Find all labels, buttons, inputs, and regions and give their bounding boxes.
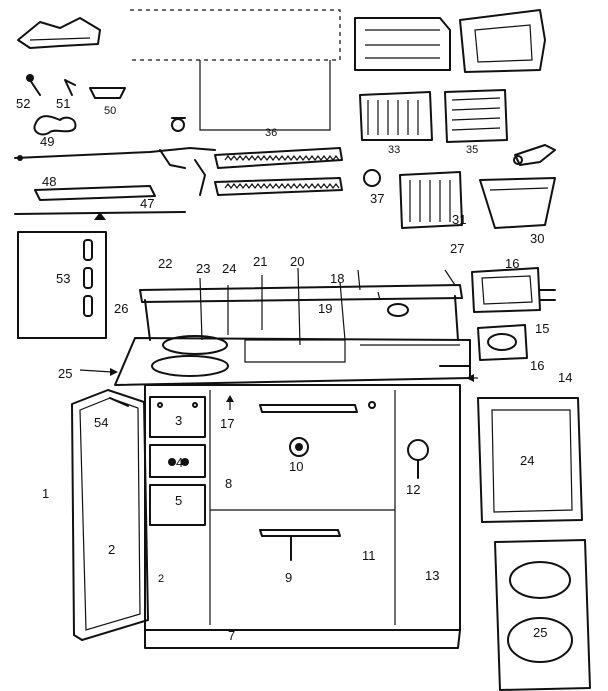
label-35: 35 [466, 144, 478, 156]
part-52-screw [26, 74, 41, 96]
part-top-left-bracket [17, 17, 101, 49]
part-48-rod [34, 185, 156, 201]
part-30-basket [479, 177, 556, 229]
label-7: 7 [228, 628, 235, 643]
range-cooktop [114, 335, 471, 386]
label-27: 27 [450, 241, 464, 256]
label-18: 18 [330, 271, 344, 286]
label-2b: 2 [158, 573, 164, 585]
label-23: 23 [196, 261, 210, 276]
part-oven-top-outline [130, 9, 341, 131]
part-12-knob [407, 439, 429, 479]
part-53-panel [17, 231, 107, 339]
label-52: 52 [16, 96, 30, 111]
label-50: 50 [104, 105, 116, 117]
part-47-bracket-arm [14, 147, 216, 196]
label-53: 53 [56, 271, 70, 286]
part-bracket-right [513, 144, 556, 166]
part-37-knob [363, 169, 381, 187]
label-48: 48 [42, 174, 56, 189]
label-14: 14 [558, 370, 572, 385]
part-24-side-panel [477, 397, 583, 523]
label-15: 15 [535, 321, 549, 336]
part-16-cover [471, 267, 556, 313]
part-51-clip [64, 79, 76, 96]
label-54: 54 [94, 415, 108, 430]
leader-lines [79, 267, 478, 410]
label-25b: 25 [533, 625, 547, 640]
label-12: 12 [406, 482, 420, 497]
label-49: 49 [40, 134, 54, 149]
part-25-burner-plate [494, 539, 591, 691]
label-51: 51 [56, 96, 70, 111]
label-10: 10 [289, 459, 303, 474]
part-48-part [171, 117, 186, 132]
range-backguard [139, 284, 463, 341]
part-35-panel [354, 17, 451, 71]
label-17: 17 [220, 416, 234, 431]
part-35-grille-right [444, 89, 508, 143]
part-10-knob [289, 437, 309, 457]
label-9: 9 [285, 570, 292, 585]
part-50-bracket [89, 87, 126, 99]
label-24b: 24 [520, 453, 534, 468]
label-24: 24 [222, 261, 236, 276]
part-1-door [71, 389, 149, 641]
label-22: 22 [158, 256, 172, 271]
part-31-grate [399, 171, 463, 229]
label-1: 1 [42, 486, 49, 501]
label-37: 37 [370, 191, 384, 206]
part-handle-upper [259, 401, 376, 413]
label-19: 19 [318, 301, 332, 316]
part-47-rod [14, 211, 186, 220]
label-33: 33 [388, 144, 400, 156]
part-36-burner-upper [214, 147, 343, 169]
label-16b: 16 [530, 358, 544, 373]
part-36-burner-lower [214, 177, 343, 196]
label-8: 8 [225, 476, 232, 491]
part-15-bracket [477, 324, 528, 361]
label-21: 21 [253, 254, 267, 269]
part-handle-lower [259, 529, 341, 561]
part-top-right-housing [459, 9, 546, 73]
label-5: 5 [175, 493, 182, 508]
label-3: 3 [175, 413, 182, 428]
label-26: 26 [114, 301, 128, 316]
label-4: 4 [176, 455, 183, 470]
part-49-wire [33, 115, 77, 136]
label-13: 13 [425, 568, 439, 583]
label-31: 31 [452, 212, 466, 227]
range-control-modules [149, 396, 206, 526]
label-47: 47 [140, 196, 154, 211]
label-30: 30 [530, 231, 544, 246]
part-33-grille-left [359, 91, 433, 141]
label-11: 11 [362, 548, 376, 563]
label-36: 36 [265, 127, 277, 139]
label-20: 20 [290, 254, 304, 269]
label-2: 2 [108, 542, 115, 557]
range-cabinet [144, 384, 461, 649]
label-16: 16 [505, 256, 519, 271]
part-number-labels: 1 2 2 3 4 5 7 8 9 10 11 12 13 14 15 16 1… [16, 96, 572, 643]
label-25: 25 [58, 366, 72, 381]
